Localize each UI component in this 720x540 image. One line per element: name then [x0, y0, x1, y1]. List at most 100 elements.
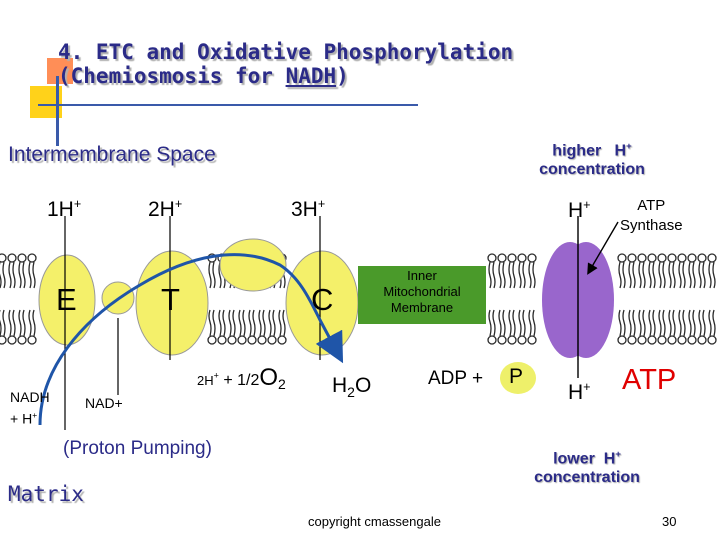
oxygen-o: O [259, 364, 279, 391]
lipid-head-upper [707, 253, 717, 263]
proton-label-1: 1H+ [47, 197, 81, 222]
lipid-head-lower [627, 335, 637, 345]
lipid-tail-lower [628, 309, 636, 337]
lipid-head-lower [207, 335, 217, 345]
lipid-tail-lower [278, 309, 286, 337]
title-line-2-suffix: ) [336, 64, 349, 88]
membrane-bilayer [0, 253, 717, 345]
lipid-head-lower [677, 335, 687, 345]
proton-charge-1: + [73, 197, 82, 211]
lipid-tail-lower [0, 309, 6, 337]
water-o: O [354, 374, 372, 397]
nadh-word: NADH [10, 389, 50, 405]
matrix-label: Matrix [8, 482, 84, 506]
lipid-head-upper [507, 253, 517, 263]
lipid-head-lower [697, 335, 707, 345]
lipid-head-upper [667, 253, 677, 263]
lipid-head-upper [527, 253, 537, 263]
lipid-tail-lower [18, 309, 26, 337]
proton-pumping-label: (Proton Pumping) [63, 438, 212, 459]
proton-charge-3: + [317, 197, 326, 211]
lipid-tail-upper [498, 261, 506, 289]
lipid-head-upper [687, 253, 697, 263]
lipid-head-lower [667, 335, 677, 345]
lipid-tail-upper [488, 261, 496, 289]
electron-path-arrow [38, 253, 344, 426]
oxygen-label: 2H+ + 1/2O2 [197, 364, 286, 392]
lower-concentration-label: lower H+ concentration [517, 445, 657, 487]
matrix-proton-label: H+ [568, 380, 591, 405]
synthase-proton-ion: H [568, 199, 584, 222]
lipid-tail-lower [508, 309, 516, 337]
intermembrane-space-label: Intermembrane Space [8, 143, 216, 166]
proton-count-3: 3H [291, 198, 318, 221]
lipid-head-lower [247, 335, 257, 345]
higher-concentration-word: concentration [539, 161, 645, 179]
oxygen-sub: 2 [278, 376, 286, 393]
lipid-head-lower [507, 335, 517, 345]
lipid-tail-lower [708, 309, 716, 337]
lipid-tail-lower [8, 309, 16, 337]
nadh-h-charge: + [32, 410, 38, 420]
complex-e [38, 254, 96, 346]
lower-ion: H [603, 450, 616, 468]
lipid-head-lower [647, 335, 657, 345]
lipid-head-lower [227, 335, 237, 345]
lipid-head-lower [217, 335, 227, 345]
synthase-proton-charge: + [583, 198, 591, 212]
oxygen-h-charge: + [213, 370, 219, 381]
lipid-head-upper [677, 253, 687, 263]
inner-membrane-label: Inner Mitochondrial Membrane [358, 268, 486, 316]
lipid-head-lower [487, 335, 497, 345]
matrix-proton-charge: + [583, 380, 591, 394]
lipid-head-lower [497, 335, 507, 345]
lipid-head-lower [687, 335, 697, 345]
lipid-tail-lower [638, 309, 646, 337]
lipid-tail-upper [658, 261, 666, 289]
lipid-tail-upper [18, 261, 26, 289]
higher-word: higher [552, 142, 602, 160]
inner-membrane-box [358, 266, 486, 324]
lipid-tail-lower [248, 309, 256, 337]
lipid-tail-lower [28, 309, 36, 337]
membrane-label-line-3: Membrane [390, 300, 454, 315]
atp-synthase-label: ATP Synthase [620, 196, 683, 236]
slide-title: 4. ETC and Oxidative Phosphorylation (Ch… [58, 40, 513, 88]
proton-label-2: 2H+ [148, 197, 182, 222]
lipid-tail-lower [498, 309, 506, 337]
lipid-tail-lower [258, 309, 266, 337]
lipid-tail-upper [688, 261, 696, 289]
lipid-head-lower [277, 335, 287, 345]
proton-charge-2: + [174, 197, 183, 211]
complex-e-label: E [56, 282, 77, 317]
title-decoration-line-h [38, 104, 418, 106]
phosphate-circle [500, 362, 536, 394]
complex-t-label: T [161, 282, 180, 317]
lipid-head-lower [637, 335, 647, 345]
lipid-tail-lower [678, 309, 686, 337]
synthase-label-pointer [587, 221, 619, 275]
lipid-head-lower [617, 335, 627, 345]
lipid-head-lower [7, 335, 17, 345]
lipid-tail-upper [518, 261, 526, 289]
atp-synthase-word-2: Synthase [620, 217, 683, 234]
nadh-h-prefix: + H [10, 410, 33, 427]
lipid-tail-upper [618, 261, 626, 289]
water-label: H2O [332, 374, 371, 400]
proton-count-2: 2H [148, 198, 175, 221]
lipid-tail-lower [208, 309, 216, 337]
water-sub: 2 [347, 384, 355, 401]
lower-charge: + [615, 449, 621, 460]
lipid-head-upper [647, 253, 657, 263]
lipid-head-lower [17, 335, 27, 345]
lipid-head-lower [267, 335, 277, 345]
lipid-head-upper [487, 253, 497, 263]
title-line-1: 4. ETC and Oxidative Phosphorylation [58, 40, 514, 64]
adp-label: ADP + [428, 368, 484, 389]
lipid-tail-upper [0, 261, 6, 289]
oxygen-h-prefix: 2H [197, 373, 214, 388]
lipid-head-upper [627, 253, 637, 263]
proton-label-3: 3H+ [291, 197, 325, 222]
higher-charge: + [626, 141, 632, 152]
